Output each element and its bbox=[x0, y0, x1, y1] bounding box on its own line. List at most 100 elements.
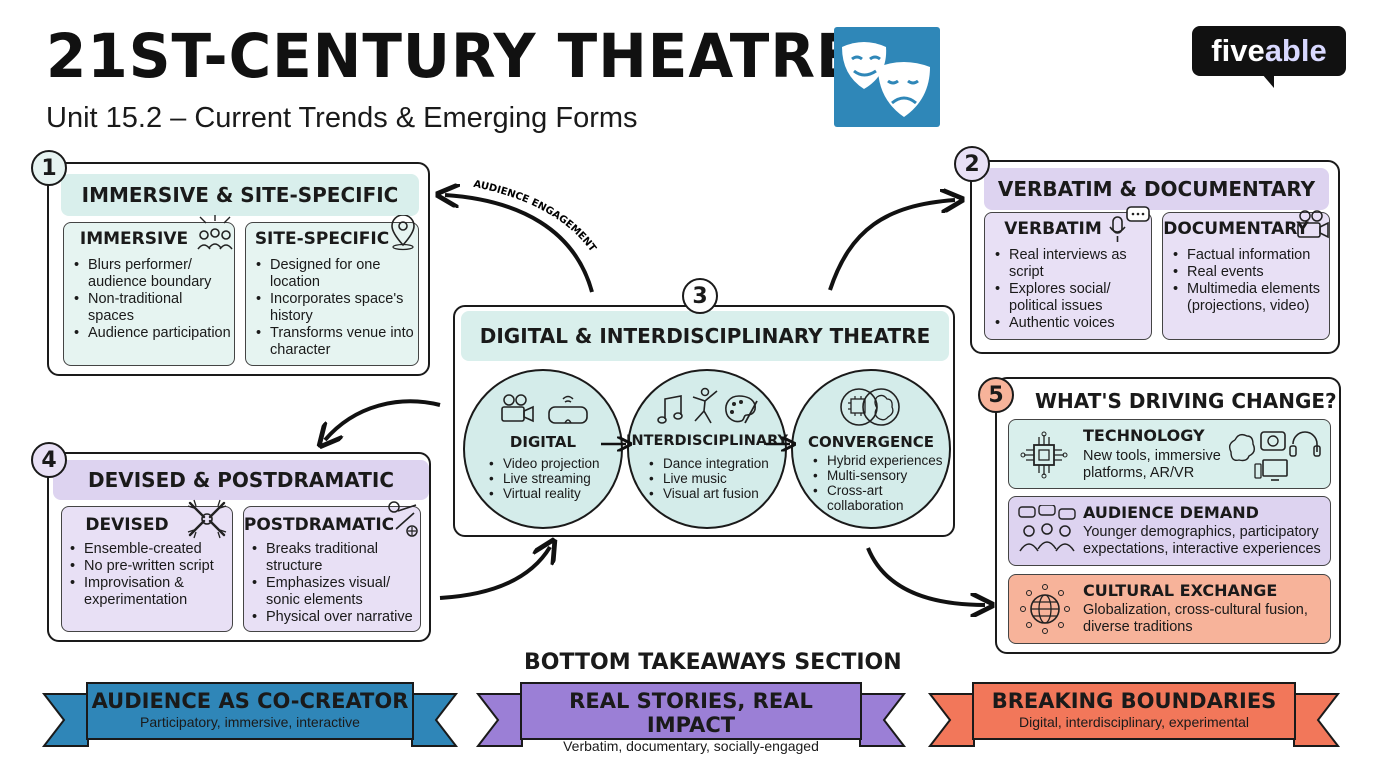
ribbon-title: REAL STORIES, REAL IMPACT bbox=[569, 689, 813, 737]
driver-technology: TECHNOLOGY New tools, immersive platform… bbox=[1008, 419, 1331, 489]
takeaway-ribbon-3: BREAKING BOUNDARIES Digital, interdiscip… bbox=[972, 682, 1296, 740]
driver-text: Younger demographics, participatory expe… bbox=[1083, 524, 1321, 557]
devised-list: Ensemble-created No pre-written script I… bbox=[70, 541, 232, 609]
digital-title: DIGITAL bbox=[509, 433, 577, 451]
globe-icon bbox=[1020, 584, 1070, 634]
brand-logo: fiveable bbox=[1192, 26, 1346, 76]
verbatim-title: VERBATIM bbox=[1004, 219, 1102, 239]
interdisciplinary-list: Dance integration Live music Visual art … bbox=[649, 456, 785, 501]
section-number-3: 3 bbox=[682, 278, 718, 314]
takeaway-ribbon-2: REAL STORIES, REAL IMPACT Verbatim, docu… bbox=[520, 682, 862, 754]
ribbon-subtitle: Digital, interdisciplinary, experimental bbox=[1018, 714, 1250, 730]
list-item: Emphasizes visual/ sonic elements bbox=[252, 575, 422, 609]
driver-title: CULTURAL EXCHANGE bbox=[1083, 581, 1278, 600]
list-item: Factual information bbox=[1173, 247, 1329, 264]
site-specific-title: SITE-SPECIFIC bbox=[254, 229, 390, 249]
list-item: Video projection bbox=[489, 456, 619, 471]
section-number-2: 2 bbox=[954, 146, 990, 182]
list-item: Incorporates space's history bbox=[256, 291, 416, 325]
list-item: Designed for one location bbox=[256, 257, 416, 291]
interdisciplinary-circle: INTERDISCIPLINARY Dance integration Live… bbox=[626, 369, 788, 529]
page-subtitle: Unit 15.2 – Current Trends & Emerging Fo… bbox=[46, 102, 638, 134]
site-specific-list: Designed for one location Incorporates s… bbox=[256, 257, 416, 359]
convergence-circle: CONVERGENCE Hybrid experiences Multi-sen… bbox=[791, 369, 951, 529]
microphone-icon bbox=[1109, 206, 1150, 242]
driver-cultural-exchange: CULTURAL EXCHANGE Globalization, cross-c… bbox=[1008, 574, 1331, 644]
list-item: Real events bbox=[1173, 264, 1329, 281]
hands-icon bbox=[187, 499, 227, 539]
brand-part-2: able bbox=[1264, 33, 1327, 68]
list-item: Explores social/ political issues bbox=[995, 281, 1145, 315]
section-verbatim-title: VERBATIM & DOCUMENTARY bbox=[984, 168, 1329, 210]
list-item: Physical over narrative bbox=[252, 609, 422, 626]
list-item: Dance integration bbox=[649, 456, 785, 471]
list-item: Live music bbox=[649, 471, 785, 486]
brand-part-1: five bbox=[1211, 33, 1265, 68]
digital-list: Video projection Live streaming Virtual … bbox=[489, 456, 619, 501]
people-chat-icon bbox=[1018, 505, 1076, 552]
driver-title: AUDIENCE DEMAND bbox=[1083, 503, 1259, 522]
brain-icon bbox=[840, 388, 900, 426]
video-camera-icon bbox=[1297, 210, 1329, 239]
immersive-box: IMMERSIVE Blurs performer/ audience boun… bbox=[63, 215, 235, 366]
documentary-list: Factual information Real events Multimed… bbox=[1173, 247, 1329, 315]
palette-icon bbox=[725, 395, 758, 424]
ribbon-subtitle: Participatory, immersive, interactive bbox=[140, 714, 360, 730]
immersive-list: Blurs performer/ audience boundary Non-t… bbox=[74, 257, 232, 342]
theatre-masks-icon bbox=[834, 27, 940, 127]
ribbon-title: AUDIENCE AS CO-CREATOR bbox=[91, 689, 409, 713]
list-item: Virtual reality bbox=[489, 486, 619, 501]
driver-text: New tools, immersive platforms, AR/VR bbox=[1083, 448, 1221, 481]
list-item: Visual art fusion bbox=[649, 486, 785, 501]
list-item: Authentic voices bbox=[995, 315, 1145, 332]
paint-splash-icon bbox=[388, 501, 418, 537]
ribbon-title: BREAKING BOUNDARIES bbox=[991, 689, 1277, 713]
dancer-icon bbox=[692, 387, 718, 424]
documentary-box: DOCUMENTARY Factual information Real eve… bbox=[1162, 210, 1330, 340]
bottom-section-label: BOTTOM TAKEAWAYS SECTION bbox=[524, 650, 902, 675]
list-item: Multimedia elements (projections, video) bbox=[1173, 281, 1329, 315]
list-item: Cross-art collaboration bbox=[813, 483, 949, 513]
list-item: Live streaming bbox=[489, 471, 619, 486]
section-immersive-title: IMMERSIVE & SITE-SPECIFIC bbox=[61, 174, 419, 216]
music-notes-icon bbox=[657, 395, 683, 424]
section-digital-title: DIGITAL & INTERDISCIPLINARY THEATRE bbox=[461, 311, 949, 361]
section-digital-card: DIGITAL & INTERDISCIPLINARY THEATRE DIGI… bbox=[453, 305, 955, 537]
list-item: Blurs performer/ audience boundary bbox=[74, 257, 232, 291]
driver-text: Globalization, cross-cultural fusion, di… bbox=[1083, 602, 1308, 635]
list-item: Non-traditional spaces bbox=[74, 291, 232, 325]
section-devised-card: DEVISED & POSTDRAMATIC DEVISED Ensemble-… bbox=[47, 452, 431, 642]
section-devised-title-text: DEVISED & POSTDRAMATIC bbox=[88, 468, 394, 492]
convergence-list: Hybrid experiences Multi-sensory Cross-a… bbox=[813, 453, 949, 513]
section-devised-title: DEVISED & POSTDRAMATIC bbox=[53, 460, 429, 500]
driver-audience-demand: AUDIENCE DEMAND Younger demographics, pa… bbox=[1008, 496, 1331, 566]
list-item: No pre-written script bbox=[70, 558, 232, 575]
documentary-title: DOCUMENTARY bbox=[1163, 219, 1309, 239]
crowd-icon bbox=[197, 215, 233, 250]
chip-icon bbox=[1020, 431, 1068, 479]
devised-box: DEVISED Ensemble-created No pre-written … bbox=[61, 499, 233, 632]
section-verbatim-card: VERBATIM & DOCUMENTARY VERBATIM Real int… bbox=[970, 160, 1340, 354]
convergence-title: CONVERGENCE bbox=[807, 433, 935, 451]
section-digital-title-text: DIGITAL & INTERDISCIPLINARY THEATRE bbox=[479, 324, 931, 348]
list-item: Breaks traditional structure bbox=[252, 541, 422, 575]
section-verbatim-title-text: VERBATIM & DOCUMENTARY bbox=[997, 177, 1316, 201]
devised-title: DEVISED bbox=[85, 515, 169, 535]
takeaway-ribbon-1: AUDIENCE AS CO-CREATOR Participatory, im… bbox=[86, 682, 414, 740]
brand-logo-tail bbox=[1262, 74, 1274, 88]
section-immersive-title-text: IMMERSIVE & SITE-SPECIFIC bbox=[81, 183, 399, 207]
section-drivers-title: WHAT'S DRIVING CHANGE? bbox=[1035, 389, 1337, 413]
postdramatic-box: POSTDRAMATIC Breaks traditional structur… bbox=[243, 501, 422, 632]
section-number-4: 4 bbox=[31, 442, 67, 478]
driver-title: TECHNOLOGY bbox=[1083, 426, 1205, 445]
section-number-5: 5 bbox=[978, 377, 1014, 413]
site-specific-box: SITE-SPECIFIC Designed for one location … bbox=[245, 215, 419, 366]
section-number-1: 1 bbox=[31, 150, 67, 186]
verbatim-list: Real interviews as script Explores socia… bbox=[995, 247, 1145, 332]
section-drivers-card: WHAT'S DRIVING CHANGE? TECHNOLOGY New to… bbox=[995, 377, 1341, 654]
vr-headset-icon bbox=[548, 395, 588, 424]
list-item: Ensemble-created bbox=[70, 541, 232, 558]
list-item: Audience participation bbox=[74, 325, 232, 342]
